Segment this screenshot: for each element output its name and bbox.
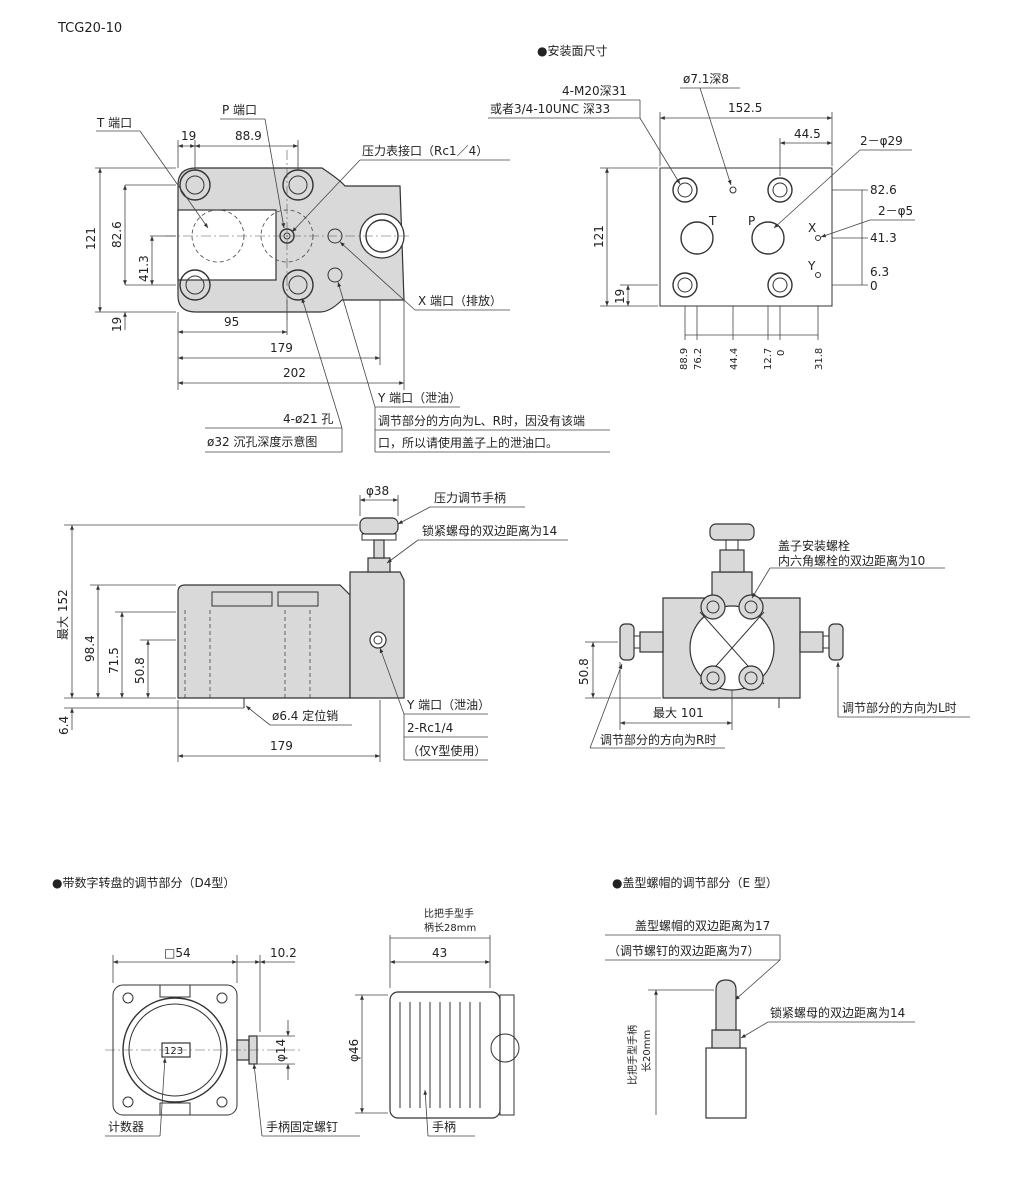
mount-label-x: X	[808, 221, 816, 235]
dim-10-2: 10.2	[270, 946, 297, 960]
label-pin-hole: ø7.1深8	[683, 72, 729, 86]
label-small-holes: 2－φ5	[878, 204, 913, 218]
label-dir-l: 调节部分的方向为L时	[842, 700, 957, 715]
top-view: 19 88.9 121 82.6 41.3 19 95 179 202 T 端口…	[84, 103, 610, 453]
dim-98-4: 98.4	[83, 635, 97, 662]
dim-bottom-76-2: 76.2	[693, 348, 704, 370]
label-p-port: P 端口	[222, 103, 257, 117]
e-type-view: ●盖型螺帽的调节部分（E 型） 盖型螺帽的双边距离为17 （调节螺钉的双边距离为…	[605, 875, 915, 1119]
y-port-note-2: 口，所以请使用盖子上的泄油口。	[378, 435, 558, 450]
dim-top-121: 121	[84, 227, 98, 250]
dim-top-202: 202	[283, 366, 306, 380]
dim-71-5: 71.5	[107, 647, 121, 674]
dim-bottom-0: 0	[776, 350, 787, 356]
dim-top-179: 179	[270, 341, 293, 355]
dim-right-6-3: 6.3	[870, 265, 889, 279]
label-cover-bolt-1: 盖子安装螺栓	[778, 538, 850, 553]
d4-heading: ●带数字转盘的调节部分（D4型）	[52, 875, 235, 890]
label-port-holes: 2－φ29	[860, 134, 903, 148]
dim-top-88-9: 88.9	[235, 129, 262, 143]
label-handle-screw: 手柄固定螺钉	[266, 1119, 338, 1134]
label-side-y-port: Y 端口（泄油）	[406, 698, 490, 712]
mount-label-p: P	[748, 214, 755, 228]
dim-top-19-left: 19	[110, 317, 124, 332]
dim-d14: φ14	[274, 1039, 288, 1062]
ratio-28-line-1: 比把手型手	[424, 907, 474, 920]
dim-bottom-88-9: 88.9	[679, 348, 690, 370]
label-cover-bolt-2: 内六角螺栓的双边距离为10	[778, 553, 925, 568]
mount-label-y: Y	[807, 259, 816, 273]
top-view-pad	[177, 209, 277, 281]
label-bolt-1: 4-M20深31	[562, 84, 627, 98]
y-port-note-1: 调节部分的方向为L、R时，因没有该端	[378, 413, 585, 428]
drawing-title: TCG20-10	[57, 21, 122, 36]
e-heading: ●盖型螺帽的调节部分（E 型）	[612, 875, 778, 890]
dim-6-4: 6.4	[57, 716, 71, 735]
dim-d38: φ38	[366, 484, 389, 498]
label-rc: 2-Rc1/4	[407, 721, 453, 735]
dim-top-41-3: 41.3	[137, 255, 151, 282]
label-holes-note: ø32 沉孔深度示意图	[207, 434, 317, 449]
dim-bottom-31-8: 31.8	[814, 348, 825, 370]
dim-top-19: 19	[181, 129, 196, 143]
label-y-port: Y 端口（泄油）	[377, 391, 461, 405]
mounting-surface-view: ●安装面尺寸 T P X Y 152.5 44.5 121 19 82.6	[488, 43, 915, 370]
counter-digits: 123	[164, 1046, 183, 1057]
dim-right-41-3: 41.3	[870, 231, 897, 245]
label-bolt-2: 或者3/4-10UNC 深33	[490, 102, 610, 116]
dim-front-50-8: 50.8	[577, 658, 591, 685]
dim-152-5: 152.5	[728, 101, 762, 115]
front-view: 盖子安装螺栓 内六角螺栓的双边距离为10 50.8 最大 101 调节部分的方向…	[577, 523, 970, 749]
label-t-port: T 端口	[96, 116, 132, 130]
dim-side-179: 179	[270, 739, 293, 753]
label-holes: 4-ø21 孔	[283, 412, 333, 426]
label-gauge-port: 压力表接口（Rc1／4）	[362, 143, 488, 158]
d4-type-view: ●带数字转盘的调节部分（D4型） 123 □54 10.2 φ14 计数器 手柄…	[52, 875, 520, 1137]
label-handle: 手柄	[432, 1120, 456, 1134]
side-view: φ38 压力调节手柄 锁紧螺母的双边距离为14 最大 152 98.4 71.5…	[56, 484, 568, 762]
dim-right-82-6: 82.6	[870, 183, 897, 197]
label-locating-pin: ø6.4 定位销	[272, 708, 338, 723]
label-locknut: 锁紧螺母的双边距离为14	[422, 523, 557, 538]
label-y-only: （仅Y型使用）	[407, 743, 486, 758]
ratio-28-line-2: 柄长28mm	[424, 921, 476, 934]
dim-bottom-44-4: 44.4	[729, 348, 740, 370]
dim-50-8: 50.8	[133, 657, 147, 684]
label-e-locknut: 锁紧螺母的双边距离为14	[770, 1005, 905, 1020]
dim-mount-121: 121	[592, 225, 606, 248]
dim-top-82-6: 82.6	[110, 221, 124, 248]
label-dir-r: 调节部分的方向为R时	[600, 732, 716, 747]
dim-d46: φ46	[347, 1039, 361, 1062]
label-counter: 计数器	[108, 1119, 144, 1134]
dim-max-101: 最大 101	[653, 706, 704, 720]
label-adjust-screw: （调节螺钉的双边距离为7）	[608, 943, 760, 958]
dim-bottom-12-7: 12.7	[763, 348, 774, 370]
mounting-heading: ●安装面尺寸	[537, 43, 607, 58]
dim-right-0: 0	[870, 279, 878, 293]
dim-top-95: 95	[224, 315, 239, 329]
dim-mount-19: 19	[613, 289, 627, 304]
label-x-port: X 端口（排放）	[418, 293, 502, 308]
dim-44-5: 44.5	[794, 127, 821, 141]
dim-square-54: □54	[164, 946, 191, 960]
ratio-20-line-2: 长20mm	[641, 1030, 653, 1072]
dim-max-152: 最大 152	[56, 589, 70, 640]
label-cap-nut: 盖型螺帽的双边距离为17	[635, 918, 770, 933]
label-pressure-handle: 压力调节手柄	[434, 491, 506, 505]
mount-label-t: T	[708, 214, 717, 228]
dim-43: 43	[432, 946, 447, 960]
ratio-20-line-1: 比把手型手柄	[626, 1025, 639, 1085]
